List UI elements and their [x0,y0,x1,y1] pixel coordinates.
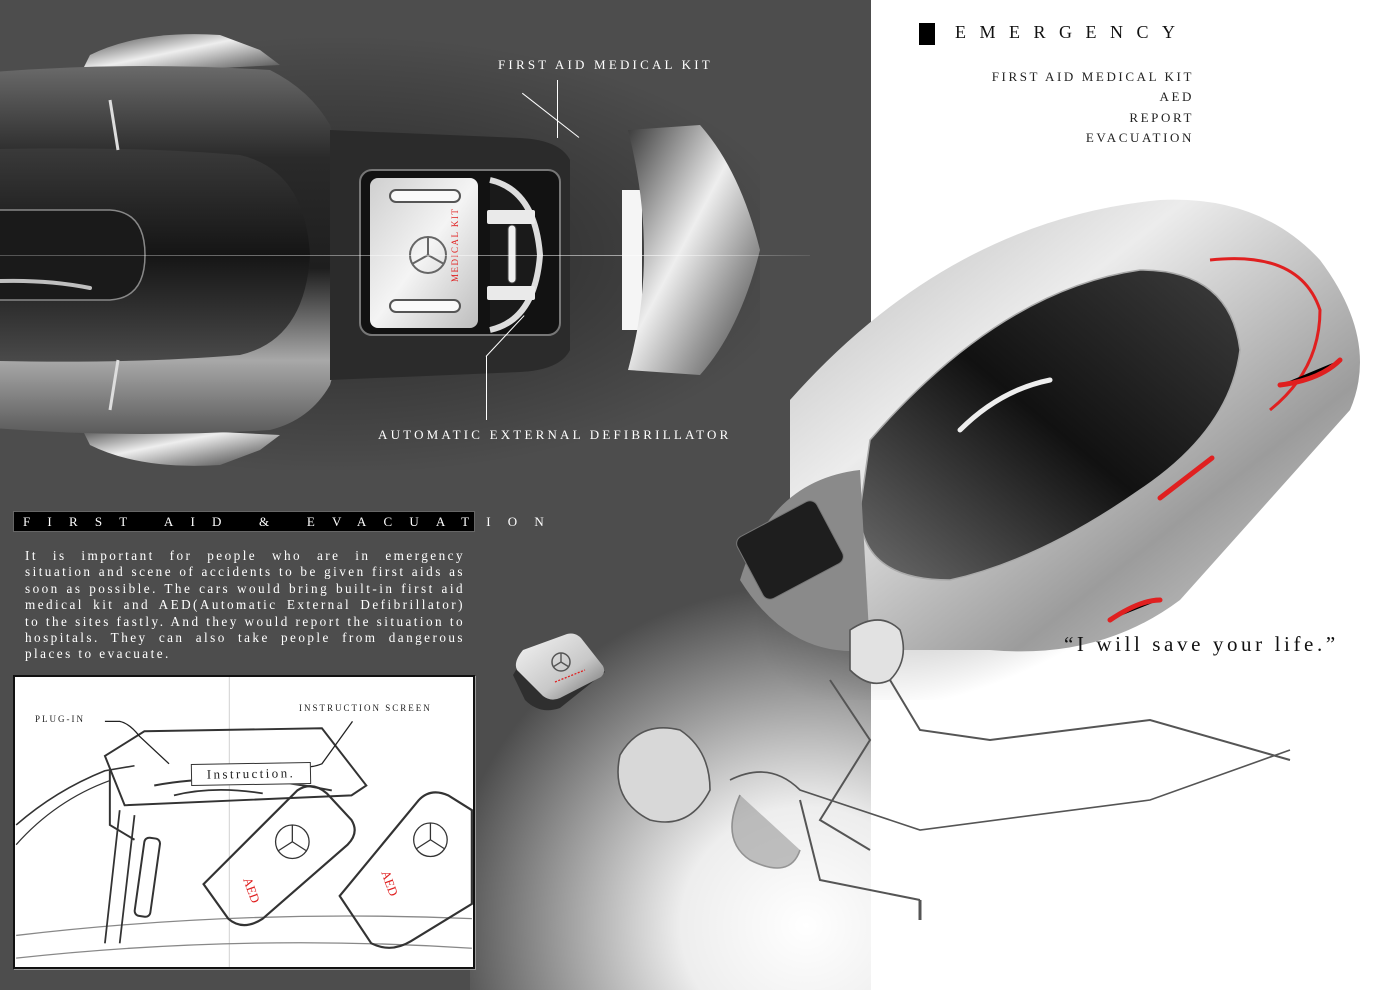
section-description: It is important for people who are in em… [25,548,466,662]
kit-leader-line [557,80,558,138]
tagline-quote: “I will save your life.” [1064,632,1339,656]
feature-item-report: REPORT [1129,109,1194,125]
feature-list: FIRST AID MEDICAL KIT AED REPORT EVACUAT… [992,67,1194,148]
aed-instruction-sketch: AED AED PLUG-IN INSTRUCTION SCREEN Instr… [13,675,475,969]
rescue-figures-sketch [590,600,1390,960]
section-marker-block [919,23,935,45]
section-title: FIRST AID & EVACUATION [23,514,561,529]
car-perspective-illustration [620,180,1380,711]
callout-automatic-external-defibrillator: AUTOMATIC EXTERNAL DEFIBRILLATOR [378,427,732,442]
centerline-guide [0,255,810,256]
instruction-screen-label: INSTRUCTION SCREEN [299,703,432,713]
portable-medical-kit-illustration [505,630,615,725]
plug-in-label: PLUG-IN [35,714,85,724]
aed-pad-label-1: AED [240,875,262,905]
feature-item-first-aid-kit: FIRST AID MEDICAL KIT [991,69,1194,84]
aed-pad-label-2: AED [378,869,400,899]
emergency-title: EMERGENCY [955,22,1189,42]
kit-lid-label: MEDICAL KIT [450,208,460,282]
feature-item-evacuation: EVACUATION [1085,129,1194,145]
feature-item-aed: AED [1159,89,1194,105]
instruction-screen-display: Instruction. [190,761,312,787]
aed-leader-line [486,356,487,420]
section-header-bar: FIRST AID & EVACUATION [13,511,561,532]
callout-first-aid-medical-kit: FIRST AID MEDICAL KIT [498,57,713,72]
